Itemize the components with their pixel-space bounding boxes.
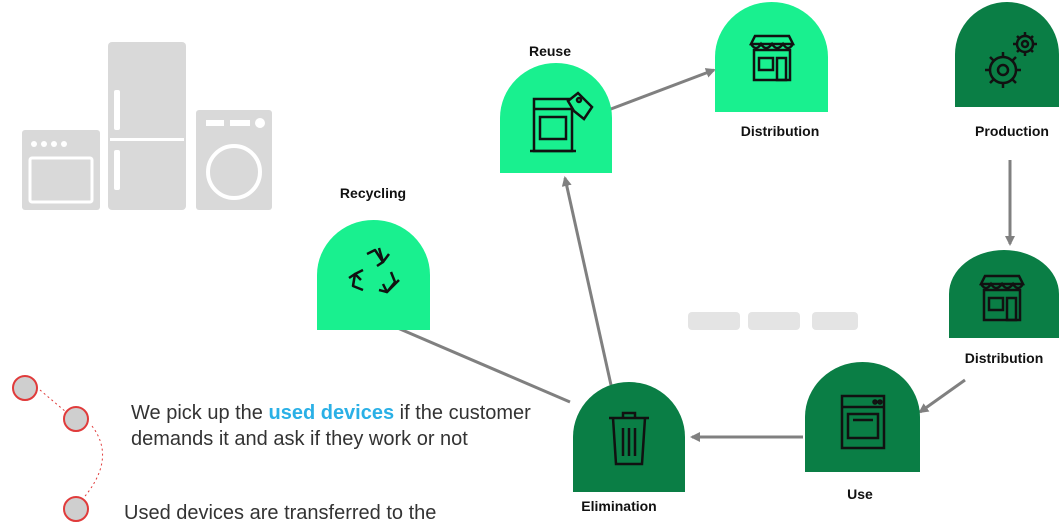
label-distribution-right: Distribution [964,350,1044,366]
arrow-reuse-to-distribution [602,68,716,114]
node-use [805,362,920,472]
paragraph-1-end: if the customer demands it and ask if th… [131,402,531,450]
arrow-distribution-to-use [918,378,966,414]
highlight-used-devices: used devices [268,402,395,424]
arrow-elimination-to-reuse [561,176,613,386]
appliances-illustration [22,42,272,210]
paragraph-1-start: We pick up the [131,402,269,424]
faded-decoration [688,312,858,330]
label-elimination: Elimination [581,498,657,514]
oven-icon [840,394,886,450]
label-recycling: Recycling [339,185,407,201]
node-reuse [500,63,612,173]
gears-icon [985,32,1037,88]
node-distribution-top [715,2,828,112]
description-paragraph-1: We pick up the used devices if the custo… [131,400,531,452]
timeline-bullet-3 [63,496,89,522]
node-distribution-right [949,250,1059,338]
description-paragraph-2: Used devices are transferred to the [124,502,437,524]
label-use: Use [847,486,873,502]
timeline-connectors [39,389,104,503]
label-distribution-top: Distribution [740,123,820,139]
node-production [955,2,1059,107]
label-reuse: Reuse [528,43,572,59]
trash-icon [609,411,649,466]
node-elimination [573,382,685,492]
arrow-elimination-to-recycling [370,315,571,404]
oven-tag-icon [530,91,594,153]
node-recycling [317,220,430,330]
flow-arrows [370,68,1015,442]
store-icon [748,34,796,82]
store-icon [978,274,1026,322]
timeline-bullet-1 [12,375,38,401]
timeline-bullet-2 [63,406,89,432]
recycle-icon [348,247,400,294]
label-production: Production [975,123,1049,139]
